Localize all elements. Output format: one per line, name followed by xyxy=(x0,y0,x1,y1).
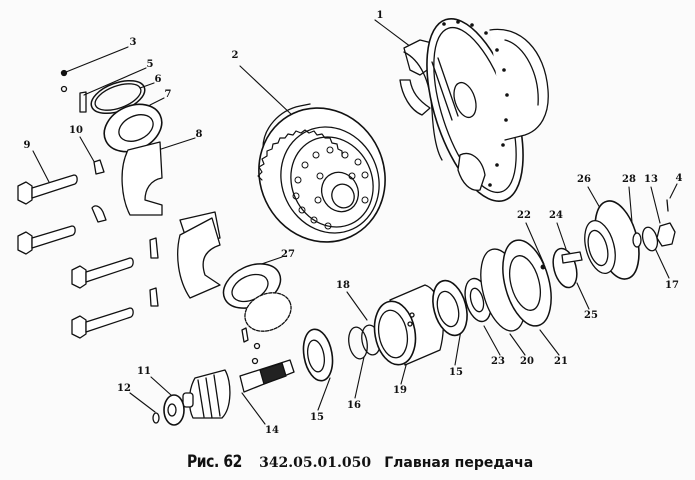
callout-label-19: 19 xyxy=(393,385,407,396)
part-code: 342.05.01.050 xyxy=(259,455,372,471)
part-1-housing xyxy=(399,18,549,202)
callout-label-12: 12 xyxy=(117,383,131,394)
parts-28-17-13-4-washers-nut-pin xyxy=(632,199,676,252)
callout-label-22: 22 xyxy=(517,210,531,221)
callout-label-5: 5 xyxy=(146,59,154,70)
callout-label-24: 24 xyxy=(549,210,563,221)
parts-24-25-lock-nut xyxy=(552,247,583,289)
callout-label-15: 15 xyxy=(449,367,463,378)
callout-label-13: 13 xyxy=(644,174,658,185)
callout-label-18: 18 xyxy=(336,280,350,291)
callout-label-6: 6 xyxy=(154,74,162,85)
callout-label-9: 9 xyxy=(23,140,31,151)
callout-label-1: 1 xyxy=(376,10,384,21)
callout-label-28: 28 xyxy=(622,174,636,185)
bearing-cap-cluster xyxy=(60,69,221,245)
callout-label-26: 26 xyxy=(577,174,591,185)
part-19-bearing-cup-housing xyxy=(373,284,444,366)
callout-label-17: 17 xyxy=(665,280,679,291)
callout-label-20: 20 xyxy=(520,356,534,367)
part-27-bearing xyxy=(177,217,292,365)
callout-label-14: 14 xyxy=(265,425,279,436)
callout-label-23: 23 xyxy=(491,356,505,367)
part-15-bearing-left xyxy=(302,328,334,382)
callout-label-11: 11 xyxy=(137,366,151,377)
bolts-9 xyxy=(17,174,159,339)
figure-number: Рис. 62 xyxy=(187,452,242,472)
callout-label-2: 2 xyxy=(231,50,239,61)
parts-23-20-21-seal-gasket-flange xyxy=(464,239,552,332)
callout-label-7: 7 xyxy=(164,89,172,100)
callout-label-27: 27 xyxy=(281,249,295,260)
callout-label-15: 15 xyxy=(310,412,324,423)
figure-caption: Рис. 62 342.05.01.050 Главная передача xyxy=(187,452,533,472)
part-14-drive-pinion xyxy=(182,359,295,419)
part-2-differential-ring-gear xyxy=(257,103,386,243)
part-15-bearing-right xyxy=(432,279,468,337)
parts-11-12-washer-ring xyxy=(152,394,185,426)
callout-label-25: 25 xyxy=(584,310,598,321)
callout-label-21: 21 xyxy=(554,356,568,367)
part-26-companion-flange xyxy=(584,200,640,280)
callout-label-8: 8 xyxy=(195,129,203,140)
callout-label-16: 16 xyxy=(347,400,361,411)
callout-label-3: 3 xyxy=(129,37,137,48)
figure-title: Главная передача xyxy=(384,455,534,471)
callout-label-4: 4 xyxy=(675,173,683,184)
callout-label-10: 10 xyxy=(69,125,83,136)
